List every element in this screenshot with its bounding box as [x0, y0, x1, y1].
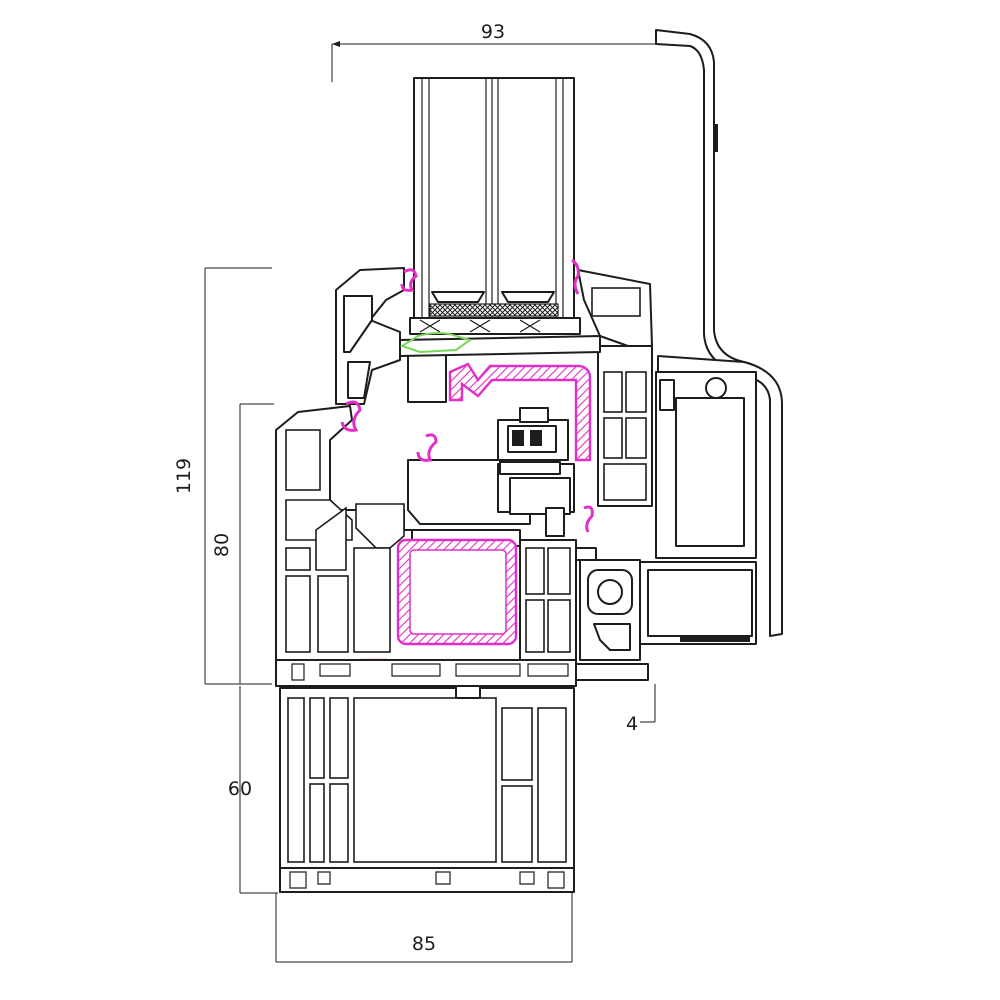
dim-label-frame-height: 80: [211, 533, 233, 557]
dim-label-base-height: 60: [228, 778, 252, 800]
steel-reinforcement-sash: [448, 362, 592, 462]
shutter-motor-block: [639, 371, 757, 645]
glass-unit: [409, 77, 581, 335]
frame-bottom-rail: [275, 659, 577, 687]
dimension-offset: 4: [626, 684, 656, 735]
dim-label-bottom-width: 85: [412, 933, 436, 955]
sash-profile: [335, 267, 653, 507]
seal-green: [399, 332, 473, 354]
dimension-total-height: 119: [173, 267, 272, 685]
drainage-block: [575, 559, 649, 681]
steel-reinforcement-frame: [396, 538, 518, 646]
dim-label-total-height: 119: [173, 458, 195, 494]
dimension-top-width: 93: [331, 21, 658, 82]
dimension-base-height: 60: [228, 686, 278, 894]
dimension-bottom-width: 85: [275, 893, 573, 963]
frame-exterior-face: [575, 547, 597, 561]
dimension-frame-height: 80: [211, 403, 274, 684]
dim-label-top-width: 93: [481, 21, 505, 43]
base-profile: [279, 685, 575, 893]
hardware-locking: [497, 407, 569, 475]
dim-label-offset: 4: [626, 713, 638, 735]
